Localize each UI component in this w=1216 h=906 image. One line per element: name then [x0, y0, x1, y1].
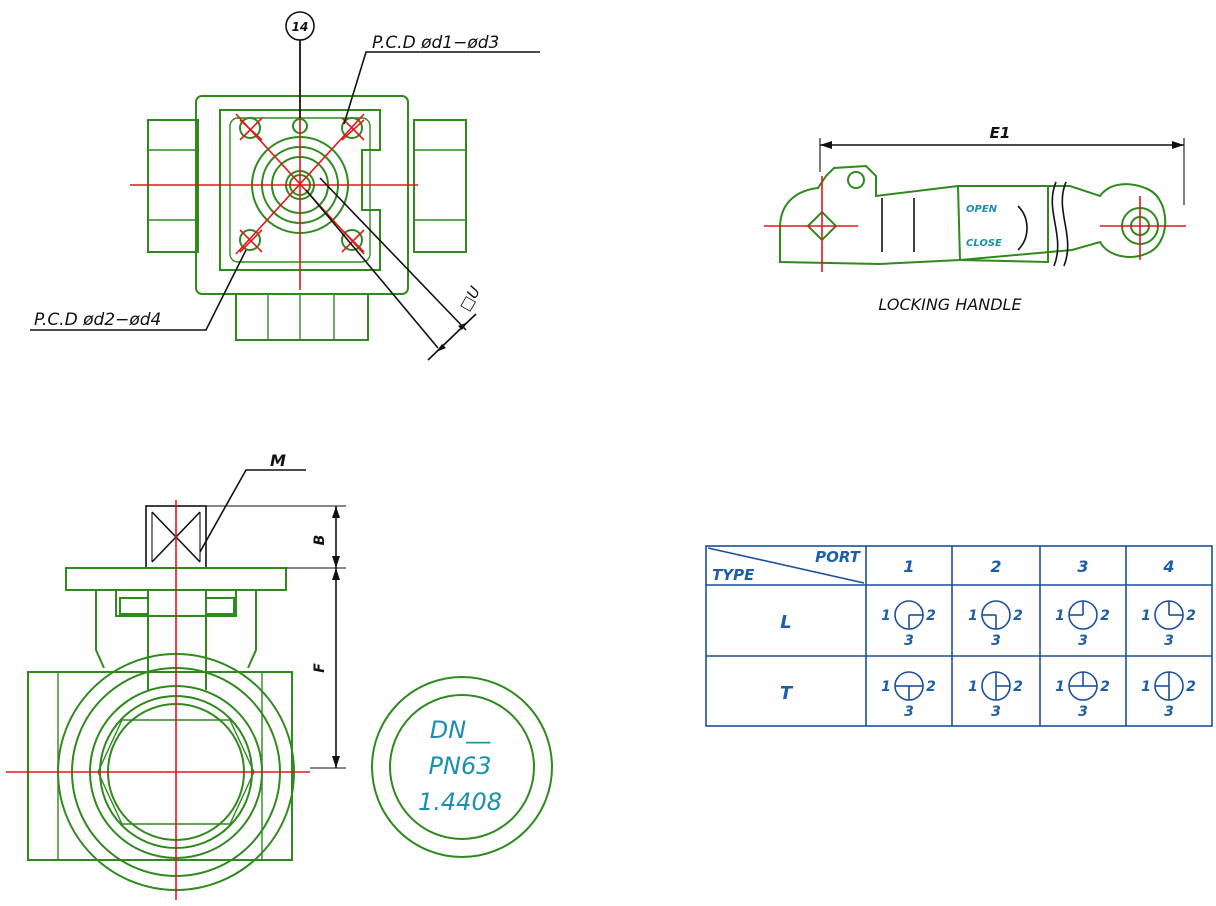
port-number-left: 1: [1055, 608, 1065, 624]
port-number-left: 1: [1055, 679, 1065, 695]
valve-body-top: [195, 95, 409, 295]
right-port: [413, 119, 467, 253]
body-marking: DN__ PN63 1.4408: [371, 676, 553, 858]
col-header: 3: [1077, 557, 1088, 576]
handle-sleeve: [956, 185, 1049, 264]
col-header: 2: [990, 557, 1001, 576]
row-type-l: L: [780, 612, 791, 633]
f-label: F: [312, 663, 328, 673]
top-view: 14 P.C.D ød1−ød3 P.C.D ød2−ød4 □U: [30, 11, 540, 361]
col-header: 4: [1162, 557, 1174, 576]
port-number-bottom: 3: [1078, 633, 1088, 649]
marking-pn: PN63: [429, 752, 492, 780]
port-number-bottom: 3: [991, 633, 1001, 649]
port-number-right: 2: [926, 608, 936, 624]
port-number-right: 2: [1013, 608, 1023, 624]
pcd-lower-label: P.C.D ød2−ød4: [34, 310, 161, 330]
header-port: PORT: [815, 548, 862, 566]
handle-caption: LOCKING HANDLE: [878, 295, 1022, 314]
port-number-right: 2: [926, 679, 936, 695]
front-view: M B F: [6, 451, 346, 900]
b-label: B: [312, 535, 328, 546]
e1-label: E1: [990, 124, 1011, 142]
square-dim-label: □U: [456, 283, 484, 314]
row-type-t: T: [780, 683, 794, 704]
port-number-bottom: 3: [1164, 704, 1174, 720]
balloon-label: 14: [292, 20, 309, 34]
header-type: TYPE: [712, 566, 755, 584]
port-number-right: 2: [1100, 679, 1110, 695]
port-number-bottom: 3: [991, 704, 1001, 720]
port-number-left: 1: [968, 679, 978, 695]
marking-dn: DN__: [430, 716, 491, 744]
port-number-right: 2: [1100, 608, 1110, 624]
port-number-bottom: 3: [904, 704, 914, 720]
port-number-right: 2: [1186, 608, 1196, 624]
close-label: CLOSE: [966, 238, 1002, 249]
port-number-left: 1: [881, 608, 891, 624]
port-number-left: 1: [968, 608, 978, 624]
port-number-left: 1: [1141, 608, 1151, 624]
port-number-bottom: 3: [904, 633, 914, 649]
left-port: [147, 119, 199, 253]
marking-outer-ring: [371, 676, 553, 858]
pcd-upper-label: P.C.D ød1−ød3: [372, 33, 499, 53]
marking-inner-ring: [389, 694, 535, 840]
valve-body-front: [27, 671, 293, 861]
m-label: M: [270, 451, 286, 470]
open-label: OPEN: [966, 204, 998, 215]
col-header: 1: [903, 557, 914, 576]
port-number-left: 1: [881, 679, 891, 695]
locking-handle: E1 OPEN CLOSE LOCKING HANDLE: [764, 124, 1186, 314]
marking-material: 1.4408: [418, 788, 502, 816]
bottom-port: [235, 293, 369, 341]
port-number-bottom: 3: [1164, 633, 1174, 649]
handle-outline: [779, 164, 1167, 266]
port-number-bottom: 3: [1078, 704, 1088, 720]
mounting-pad: [219, 109, 381, 271]
port-number-right: 2: [1186, 679, 1196, 695]
port-number-left: 1: [1141, 679, 1151, 695]
port-number-right: 2: [1013, 679, 1023, 695]
